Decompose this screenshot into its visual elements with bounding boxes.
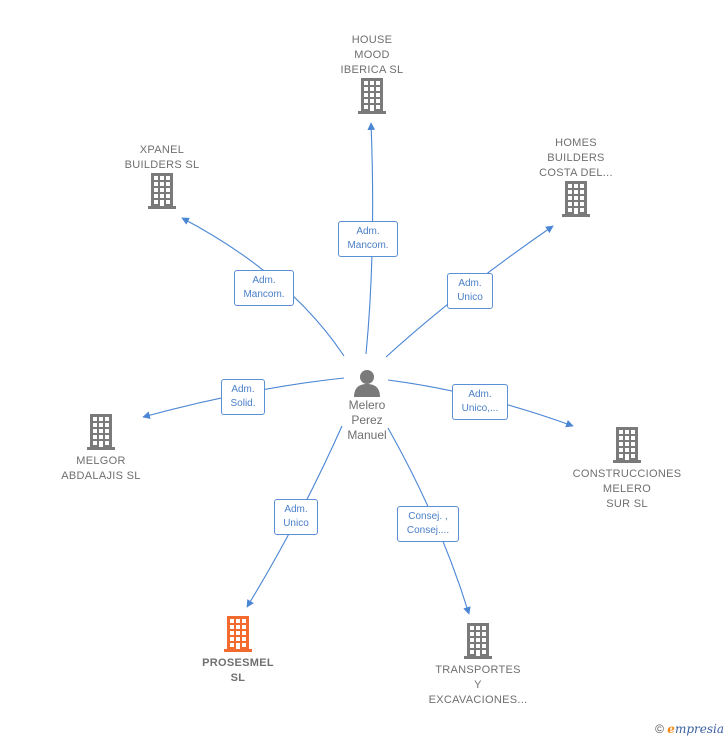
company-node-prosesmel[interactable]: PROSESMEL SL xyxy=(186,616,290,686)
building-icon xyxy=(358,78,386,114)
person-icon xyxy=(354,370,380,397)
footer-brand[interactable]: © empresia xyxy=(655,722,724,736)
edge-label-prosesmel: Adm. Unico xyxy=(274,499,318,535)
company-node-homes-builders[interactable]: HOMES BUILDERS COSTA DEL... xyxy=(526,136,626,217)
edge-label-homes: Adm. Unico xyxy=(447,273,493,309)
company-label: PROSESMEL SL xyxy=(202,657,274,684)
company-label: MELGOR ABDALAJIS SL xyxy=(61,455,141,482)
company-label: TRANSPORTES Y EXCAVACIONES... xyxy=(428,664,528,706)
building-icon xyxy=(562,181,590,217)
building-icon xyxy=(148,173,176,209)
edge-label-house: Adm. Mancom. xyxy=(338,221,398,257)
building-icon xyxy=(613,427,641,463)
edge-label-xpanel: Adm. Mancom. xyxy=(234,270,294,306)
company-node-xpanel-builders[interactable]: XPANEL BUILDERS SL xyxy=(104,143,220,209)
company-label: XPANEL BUILDERS SL xyxy=(124,144,200,171)
person-name: Melero Perez Manuel xyxy=(347,398,387,442)
company-label: HOMES BUILDERS COSTA DEL... xyxy=(539,137,613,179)
edge-label-construcciones: Adm. Unico,... xyxy=(452,384,508,420)
empresia-logo: empresia xyxy=(667,722,724,736)
copyright-icon: © xyxy=(655,722,664,736)
building-icon xyxy=(224,616,252,652)
company-label: HOUSE MOOD IBERICA SL xyxy=(340,34,404,76)
person-node[interactable]: Melero Perez Manuel xyxy=(330,368,404,443)
company-node-transportes-y-excavaciones[interactable]: TRANSPORTES Y EXCAVACIONES... xyxy=(420,623,536,708)
company-label: CONSTRUCCIONES MELERO SUR SL xyxy=(572,468,682,510)
company-node-house-mood-iberica[interactable]: HOUSE MOOD IBERICA SL xyxy=(322,33,422,114)
edge-label-melgor: Adm. Solid. xyxy=(221,379,265,415)
building-icon xyxy=(87,414,115,450)
company-node-construcciones-melero-sur[interactable]: CONSTRUCCIONES MELERO SUR SL xyxy=(566,427,688,512)
building-icon xyxy=(464,623,492,659)
edge-label-transportes: Consej. , Consej.... xyxy=(397,506,459,542)
company-node-melgor-abdalajis[interactable]: MELGOR ABDALAJIS SL xyxy=(46,414,156,484)
